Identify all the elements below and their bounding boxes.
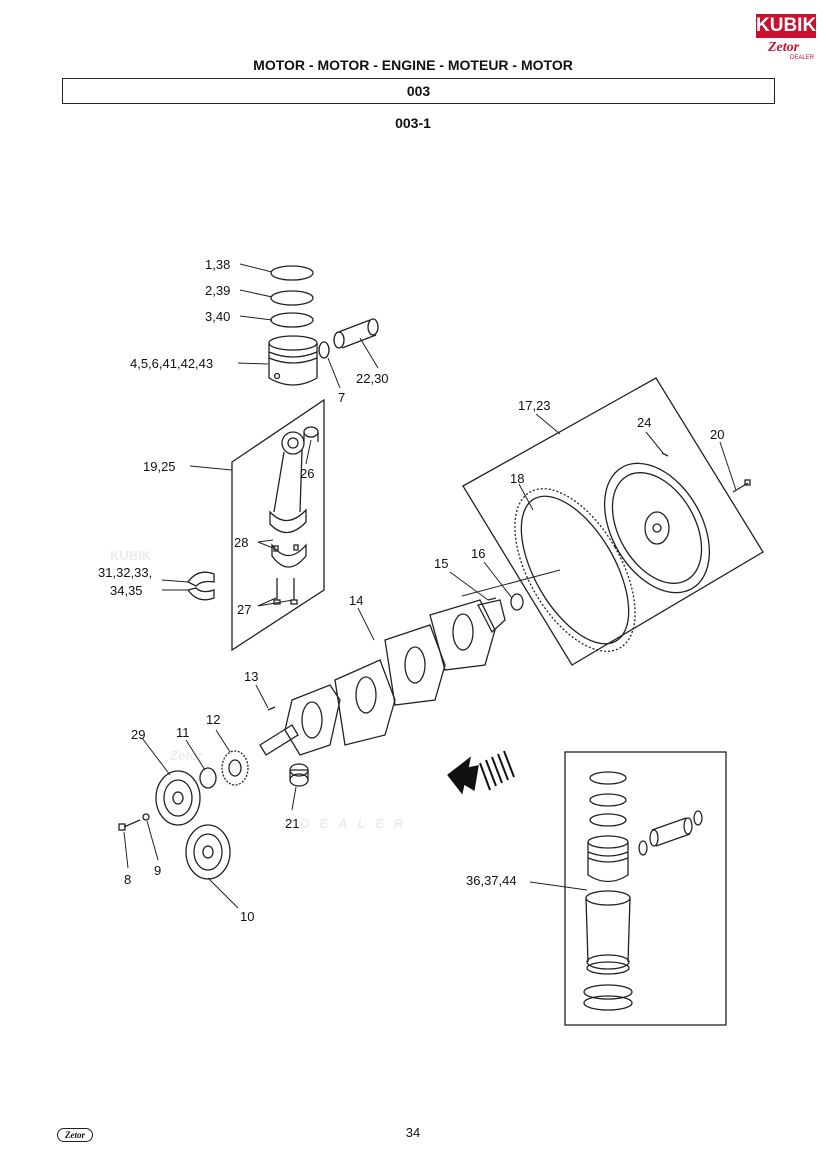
callout-16: 16 [471,546,485,561]
crankshaft [259,599,506,756]
crank-gear [221,750,249,786]
callout-10: 10 [240,909,254,924]
watermark-zetor: Zetor [169,748,203,763]
callout-24: 24 [637,415,651,430]
page-number: 34 [405,1125,421,1140]
callout-22-30: 22,30 [356,371,389,386]
callout-26: 26 [300,466,314,481]
callout-8: 8 [124,872,131,887]
callout-34-35: 34,35 [110,583,143,598]
callout-17-23: 17,23 [518,398,551,413]
section-number-box: 003 [62,78,775,104]
callout-12: 12 [206,712,220,727]
callout-21: 21 [285,816,299,831]
callout-18: 18 [510,471,524,486]
callout-28: 28 [234,535,248,550]
oil-seal [510,593,524,611]
flywheel [603,462,711,594]
callout-19-25: 19,25 [143,459,176,474]
watermark-dealer: DEALER [300,816,413,831]
watermark: KUBIK Zetor DEALER [110,548,413,831]
connecting-rod [269,431,307,534]
piston-rings [270,265,314,328]
rod-bolts [273,578,298,605]
sensor [289,763,309,787]
callout-3-40: 3,40 [205,309,230,324]
callout-13: 13 [244,669,258,684]
callout-15: 15 [434,556,448,571]
key [267,706,276,711]
callout-27: 27 [237,602,251,617]
logo-dealer-text: DEALER [790,55,815,61]
page-title: MOTOR - MOTOR - ENGINE - MOTEUR - MOTOR [253,57,573,73]
rod-bushing [303,426,319,438]
callout-14: 14 [349,593,363,608]
pin [487,597,497,601]
dowel-pin [661,452,669,457]
brand-logo: KUBIK Zetor DEALER [756,14,816,62]
callout-36-44: 36,37,44 [466,873,517,888]
circlip [318,341,330,359]
connecting-rod-frame [231,398,325,652]
ring-gear [514,488,636,652]
bearing-shells [186,571,215,601]
callout-labels: 1,38 2,39 3,40 4,5,6,41,42,43 7 22,30 19… [98,257,724,924]
footer-zetor-logo: Zetor [57,1128,93,1142]
callout-2-39: 2,39 [205,283,230,298]
logo-kubik-text: KUBIK [756,14,817,38]
callout-31-33: 31,32,33, [98,565,152,580]
subsection-number: 003-1 [395,115,431,131]
callout-29: 29 [131,727,145,742]
callout-9: 9 [154,863,161,878]
leader-lines [123,263,737,909]
cylinder-kit [583,771,703,1011]
flywheel-frame [462,377,764,666]
rod-cap [271,543,307,568]
pulley-bolt [123,819,141,828]
direction-arrow [447,750,515,795]
callout-7: 7 [338,390,345,405]
damper-pulley [185,824,231,880]
callout-1-38: 1,38 [205,257,230,272]
piston-pin [333,318,379,349]
callout-11: 11 [176,725,190,740]
pulley [155,770,201,826]
callout-4-43: 4,5,6,41,42,43 [130,356,213,371]
callout-20: 20 [710,427,724,442]
washer [142,813,150,821]
piston [268,335,318,386]
spacer-ring [199,767,217,789]
watermark-kubik: KUBIK [110,548,152,563]
logo-zetor-text: Zetor [768,40,800,55]
cylinder-kit-frame [564,751,727,1026]
